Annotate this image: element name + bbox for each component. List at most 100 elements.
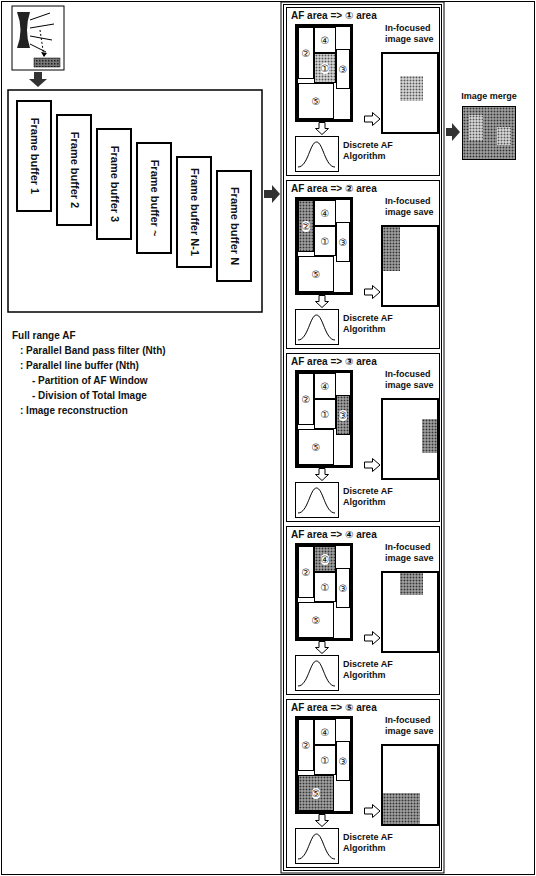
hollow-down-arrow <box>315 814 329 827</box>
region-number: ④ <box>321 727 330 738</box>
note-line: : Parallel Band pass filter (Nth) <box>20 345 166 357</box>
af-region: ③ <box>336 49 350 89</box>
note-line: - Division of Total Image <box>32 390 147 402</box>
block-arrow <box>264 185 280 203</box>
in-focused-patch <box>422 419 437 453</box>
save-label: In-focused image save <box>385 23 440 45</box>
af-region: ① <box>314 745 336 775</box>
curve-box <box>295 136 339 172</box>
region-number: ① <box>321 755 330 766</box>
frame-buffer: Frame buffer N-1 <box>176 156 212 268</box>
af-section: AF area => ④ areaDiscrete AF Algorithm In… <box>286 526 440 695</box>
af-region: ④ <box>314 200 336 226</box>
af-section: AF area => ③ areaDiscrete AF AlgorithmIn… <box>286 353 440 522</box>
hollow-down-arrow <box>315 468 329 481</box>
af-region: ① <box>314 572 336 602</box>
af-region: ⑤ <box>298 775 334 811</box>
bell-curve <box>296 310 337 343</box>
af-region: ④ <box>314 719 336 745</box>
region-number: ⑤ <box>312 96 321 107</box>
bell-curve <box>296 656 337 689</box>
save-label: In-focused image save <box>385 196 440 218</box>
hollow-right-arrow <box>364 285 381 299</box>
af-region: ③ <box>336 741 350 781</box>
frame-buffer-text: Frame buffer 2 <box>68 132 81 208</box>
algorithm-label: Discrete AF Algorithm <box>343 486 401 508</box>
region-number: ② <box>302 567 311 578</box>
region-number: ④ <box>321 208 330 219</box>
frame-buffer: Frame buffer 3 <box>96 128 132 240</box>
af-region: ② <box>298 200 314 252</box>
region-number: ③ <box>339 583 348 594</box>
section-header: AF area => ④ area <box>291 529 377 541</box>
curve-box <box>295 655 339 691</box>
curve-box <box>295 309 339 345</box>
frame-buffer: Frame buffer 2 <box>56 114 92 226</box>
hollow-down-arrow <box>315 641 329 654</box>
save-label: In-focused image save <box>385 542 440 564</box>
af-region: ⑤ <box>298 256 334 292</box>
frame-buffer-text: Frame buffer N <box>228 187 241 265</box>
af-region: ② <box>298 27 314 79</box>
region-number: ③ <box>339 237 348 248</box>
algorithm-label: Discrete AF Algorithm <box>343 659 401 681</box>
algorithm-label: Discrete AF Algorithm <box>343 313 401 335</box>
af-region: ③ <box>336 395 350 435</box>
af-region: ② <box>298 719 314 771</box>
region-number: ② <box>302 394 311 405</box>
note-line: - Partition of AF Window <box>32 375 148 387</box>
region-number: ⑤ <box>312 615 321 626</box>
region-number: ① <box>321 582 330 593</box>
panel-inner <box>284 5 442 871</box>
frame-buffer: Frame buffer 1 <box>16 100 52 212</box>
merged-image: Image merge <box>462 106 516 160</box>
region-number: ⑤ <box>312 788 321 799</box>
curve-box <box>295 828 339 864</box>
region-number: ④ <box>321 381 330 392</box>
region-number: ② <box>302 48 311 59</box>
save-label: In-focused image save <box>385 715 440 737</box>
bell-curve <box>296 137 337 170</box>
section-header: AF area => ③ area <box>291 356 377 368</box>
region-number: ④ <box>321 554 330 565</box>
af-region: ① <box>314 399 336 429</box>
region-number: ③ <box>339 756 348 767</box>
af-section: AF area => ① areaDiscrete AF Algorithm In… <box>286 7 440 176</box>
region-number: ② <box>302 740 311 751</box>
in-focused-patch <box>383 793 420 824</box>
bell-curve <box>296 829 337 862</box>
hollow-right-arrow <box>364 112 381 126</box>
algorithm-label: Discrete AF Algorithm <box>343 832 401 854</box>
in-focused-patch <box>400 573 423 595</box>
hollow-right-arrow <box>364 631 381 645</box>
hollow-down-arrow <box>315 295 329 308</box>
bell-curve <box>296 483 337 516</box>
region-number: ⑤ <box>312 269 321 280</box>
down-arrow <box>29 72 47 87</box>
note-line: : Image reconstruction <box>20 405 128 417</box>
af-region: ⑤ <box>298 602 334 638</box>
section-header: AF area => ① area <box>291 10 377 22</box>
af-region: ① <box>314 53 336 83</box>
frame-buffer-text: Frame buffer 3 <box>108 146 121 222</box>
frame-buffer: Frame buffer ~ <box>136 142 172 254</box>
af-section: AF area => ② areaDiscrete AF Algorithm In… <box>286 180 440 349</box>
algorithm-label: Discrete AF Algorithm <box>343 140 401 162</box>
af-region: ④ <box>314 373 336 399</box>
merge-label: Image merge <box>461 91 517 102</box>
panel-outer <box>281 2 444 873</box>
note-line: : Parallel line buffer (Nth) <box>20 360 139 372</box>
note-line: Full range AF <box>12 330 76 342</box>
frame-buffer: Frame buffer N <box>216 170 252 282</box>
region-number: ⑤ <box>312 442 321 453</box>
region-number: ③ <box>339 64 348 75</box>
hollow-down-arrow <box>315 122 329 135</box>
section-header: AF area => ② area <box>291 183 377 195</box>
in-focused-patch <box>383 227 400 271</box>
af-region: ⑤ <box>298 429 334 465</box>
af-region: ④ <box>314 546 336 572</box>
frame-buffer-group <box>8 90 262 312</box>
af-section: AF area => ⑤ areaDiscrete AF AlgorithmIn… <box>286 699 440 868</box>
